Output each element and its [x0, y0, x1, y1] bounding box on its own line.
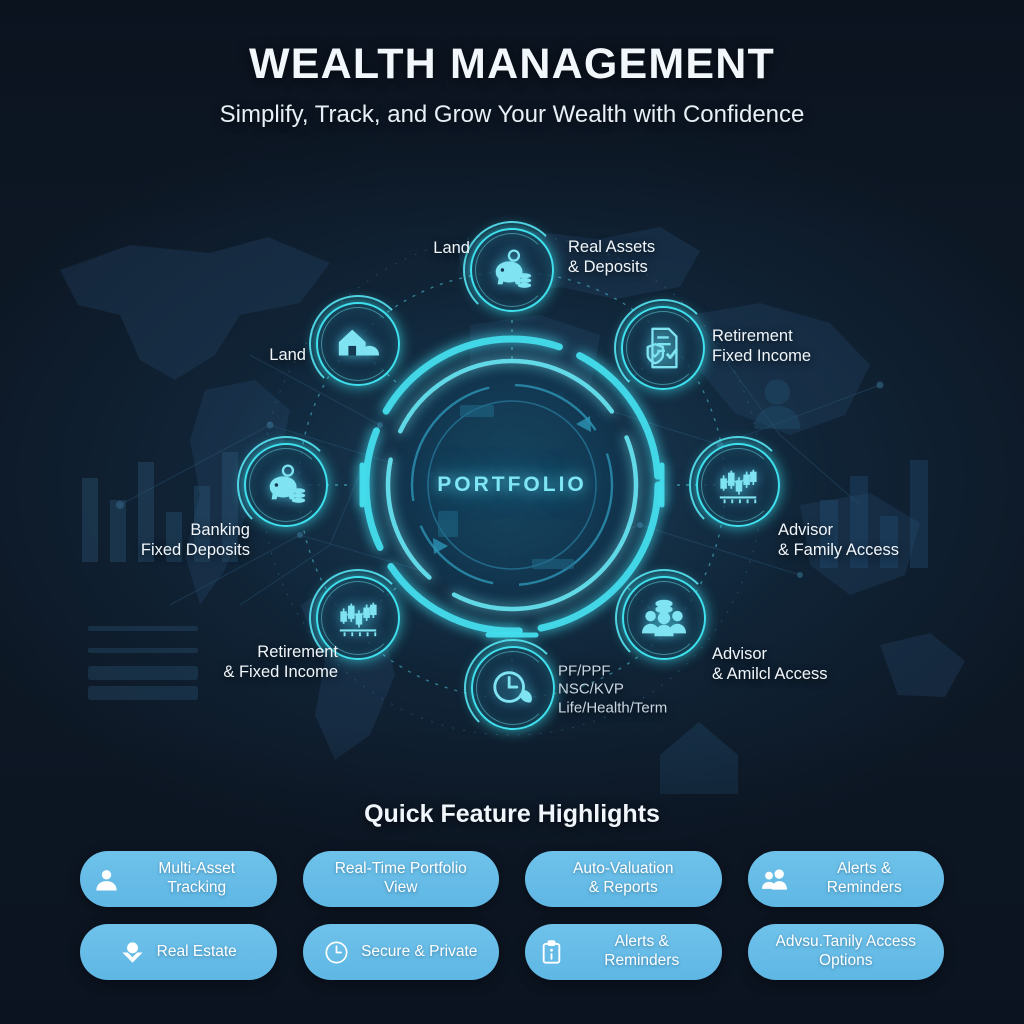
page-subtitle: Simplify, Track, and Grow Your Wealth wi… — [219, 101, 805, 129]
feature-pill-real-time-portfolio-view[interactable]: Real-Time Portfolio View — [302, 851, 499, 907]
feature-pill-alerts-reminders[interactable]: Alerts & Reminders — [747, 851, 944, 907]
node-inner-arc — [475, 233, 549, 307]
feature-pill-label: Real Estate — [156, 942, 237, 960]
feature-pill-label: Multi-Asset Tracking — [158, 860, 236, 896]
orbit-node-advisor-family-access[interactable] — [689, 436, 787, 534]
orbit-node-retirement-fixed-income-bottom[interactable] — [309, 569, 407, 667]
node-arc — [689, 436, 787, 534]
piggy-bank-icon — [244, 443, 328, 527]
family-group-icon — [622, 576, 706, 660]
feature-pill-real-estate[interactable]: Real Estate — [80, 924, 277, 980]
clock-icon — [324, 940, 349, 965]
node-arc — [237, 436, 335, 534]
candlestick-chart-icon — [316, 576, 400, 660]
clipboard-icon — [539, 939, 564, 965]
orbit-label-land-top: Land — [433, 238, 470, 257]
poster-header: WEALTH MANAGEMENT Simplify, Track, and G… — [0, 40, 1024, 129]
feature-pill-advsu-tanily-access-options[interactable]: Advsu.Tanily Access Options — [747, 924, 944, 980]
orbit-node-banking-fixed-deposits[interactable] — [237, 436, 335, 534]
location-pin-icon — [120, 940, 145, 965]
orbit-label-banking-fixed-deposits: Banking Fixed Deposits — [140, 520, 250, 559]
page-title: WEALTH MANAGEMENT — [249, 40, 775, 88]
piggy-bank-icon — [470, 228, 554, 312]
group-icon — [761, 867, 787, 892]
quick-features-row: Multi-Asset Tracking Real-Time Portfolio … — [80, 851, 944, 907]
orbit-node-real-assets-deposits[interactable] — [463, 221, 561, 319]
orbit-node-pf-ppf-insurance[interactable] — [464, 639, 562, 737]
node-arc — [615, 569, 713, 667]
node-arc — [614, 299, 712, 397]
candlestick-chart-icon — [696, 443, 780, 527]
quick-features-title: Quick Feature Highlights — [364, 800, 660, 828]
node-inner-arc — [476, 651, 550, 725]
node-inner-arc — [321, 581, 395, 655]
feature-pill-label: Secure & Private — [361, 942, 478, 960]
feature-pill-alerts-reminders[interactable]: Alerts & Reminders — [525, 924, 722, 980]
orbit-label-advisor-family-access-alt: Advisor & Amilcl Access — [712, 644, 828, 683]
orbit-node-land-real-estate[interactable] — [309, 295, 407, 393]
feature-pill-auto-valuation-reports[interactable]: Auto-Valuation & Reports — [525, 851, 722, 907]
feature-pill-secure-private[interactable]: Secure & Private — [302, 924, 499, 980]
orbit-label-retirement-fixed-income-bottom: Retirement & Fixed Income — [223, 642, 338, 681]
orbit-label-retirement-fixed-income-top: Retirement Fixed Income — [712, 326, 812, 365]
house-land-icon — [316, 302, 400, 386]
orbit-label-land-real-estate: Land — [269, 345, 306, 364]
node-inner-arc — [626, 311, 700, 385]
feature-pill-label: Real-Time Portfolio View — [334, 860, 467, 896]
orbit-node-advisor-family-access-alt[interactable] — [615, 569, 713, 667]
quick-features-section: Quick Feature Highlights Multi-Asset Tra… — [0, 800, 1024, 997]
node-arc — [464, 639, 562, 737]
document-shield-icon — [621, 306, 705, 390]
feature-pill-multi-asset-tracking[interactable]: Multi-Asset Tracking — [80, 851, 277, 907]
node-arc — [309, 569, 407, 667]
node-inner-arc — [249, 448, 323, 522]
feature-pill-label: Auto-Valuation & Reports — [572, 860, 674, 896]
hub-rings — [359, 335, 665, 638]
quick-features-rows: Multi-Asset Tracking Real-Time Portfolio … — [0, 851, 1024, 980]
orbit-label-advisor-family-access: Advisor & Family Access — [778, 520, 900, 559]
orbit-label-real-assets-deposits: Real Assets & Deposits — [568, 237, 656, 276]
background-top-fade — [0, 0, 1024, 230]
node-inner-arc — [321, 307, 395, 381]
feature-pill-label: Advsu.Tanily Access Options — [775, 933, 916, 969]
node-inner-arc — [627, 581, 701, 655]
node-arc — [309, 295, 407, 393]
person-icon — [94, 867, 119, 892]
feature-pill-label: Alerts & Reminders — [826, 860, 902, 896]
orbit-label-pf-ppf-insurance: PF/PPF NSC/KVP Life/Health/Term — [558, 662, 668, 717]
node-inner-arc — [701, 448, 775, 522]
quick-features-row: Real Estate Secure & Private Alerts & Remi… — [80, 924, 944, 980]
feature-pill-label: Alerts & Reminders — [604, 933, 680, 969]
hub-label: PORTFOLIO — [437, 473, 587, 496]
orbit-node-retirement-fixed-income-top[interactable] — [614, 299, 712, 397]
clock-icon — [471, 646, 555, 730]
node-arc — [463, 221, 561, 319]
